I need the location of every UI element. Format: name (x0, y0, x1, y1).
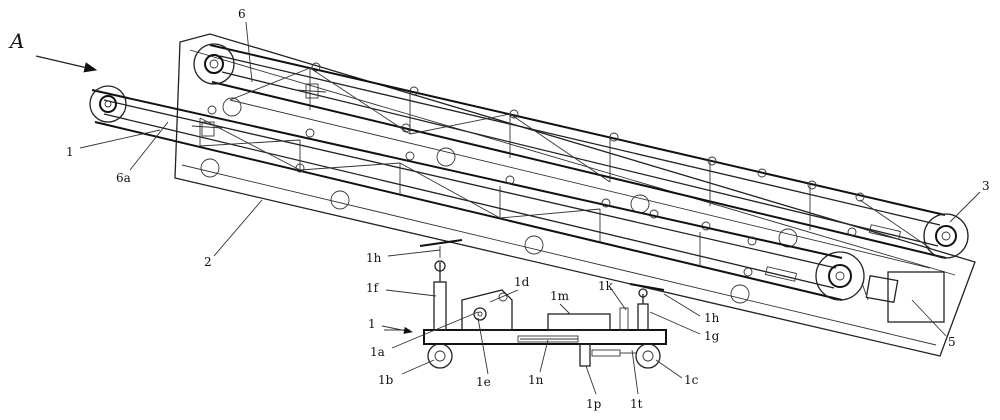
label-1-cart: 1 (368, 317, 376, 331)
upper-conveyor (193, 43, 969, 269)
label-1n: 1n (528, 373, 544, 387)
label-1t: 1t (630, 397, 643, 411)
label-3: 3 (982, 179, 990, 193)
view-arrow-a: A (8, 29, 98, 73)
label-1d: 1d (514, 275, 530, 289)
part-labels: 6 1 6a 2 3 5 1h 1f 1 1a 1b 1d 1e 1m 1n 1… (66, 7, 990, 411)
cart-assembly (419, 239, 667, 369)
label-1g: 1g (704, 329, 720, 343)
outer-frame (174, 33, 976, 357)
label-1c: 1c (684, 373, 699, 387)
view-label: A (8, 29, 24, 53)
label-6a: 6a (116, 171, 131, 185)
label-1a: 1a (370, 345, 385, 359)
label-1e: 1e (476, 375, 491, 389)
lower-conveyor (89, 85, 945, 323)
label-2: 2 (204, 255, 212, 269)
leader-lines (79, 21, 981, 395)
label-1b: 1b (378, 373, 394, 387)
label-1f: 1f (366, 281, 380, 295)
label-6: 6 (238, 7, 246, 21)
label-1h-right: 1h (704, 311, 720, 325)
label-5: 5 (948, 335, 956, 349)
label-1h-left: 1h (366, 251, 382, 265)
label-1m: 1m (550, 289, 570, 303)
label-1-conveyor: 1 (66, 145, 74, 159)
label-1k: 1k (598, 279, 614, 293)
label-1p: 1p (586, 397, 602, 411)
